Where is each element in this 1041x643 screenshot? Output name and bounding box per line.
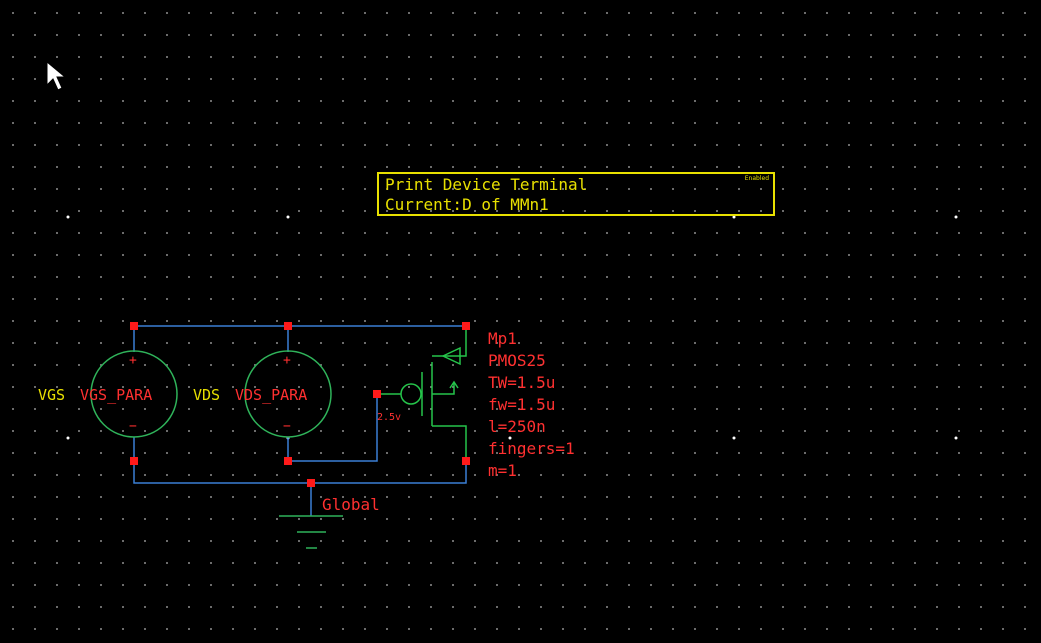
mp1-name-label: Mp1 [488,329,517,348]
annotation-line-1: Print Device Terminal [385,175,588,194]
annotation-status: Enabled [744,175,769,182]
mp1-body-lead [432,382,455,395]
gate-voltage-label: 2.5v [377,412,401,423]
mp1-source-lead [432,326,467,357]
arrow-cursor-icon [46,60,67,91]
vds-name-label: VDS [193,386,220,404]
vgs-plus-sign: + [129,353,137,368]
wires [133,325,467,516]
vgs-minus-sign: − [129,419,137,434]
vds-source-symbol [244,350,332,438]
mp1-source-arrow [441,346,461,366]
bottom-wire [133,437,467,484]
vds-plus-sign: + [283,353,291,368]
mp1-param-label: fw=1.5u [488,395,555,414]
ground-net-label: Global [322,495,380,514]
annotation-line-2: Current:D of MMn1 [385,195,549,214]
mp1-model-label: PMOS25 [488,351,546,370]
mp1-gate-bubble [400,383,422,405]
print-terminal-annotation[interactable]: Print Device Terminal Current:D of MMn1 … [377,172,775,216]
pmos-transistor-symbol [377,326,467,461]
mp1-param-label: TW=1.5u [488,373,555,392]
mp1-param-label: m=1 [488,461,517,480]
vds-param-label: VDS_PARA [235,386,307,404]
reference-grid-points [66,215,958,440]
vds-minus-sign: − [283,419,291,434]
mp1-param-label: fingers=1 [488,439,575,458]
vgs-param-label: VGS_PARA [80,386,152,404]
pin-markers [130,322,470,487]
mp1-drain-lead [432,425,467,461]
mp1-param-label: l=250n [488,417,546,436]
gate-wire [288,394,378,462]
vgs-name-label: VGS [38,386,65,404]
ground-symbol [279,515,343,549]
vgs-source-symbol [90,350,178,438]
mp1-body-arrow [449,380,459,389]
